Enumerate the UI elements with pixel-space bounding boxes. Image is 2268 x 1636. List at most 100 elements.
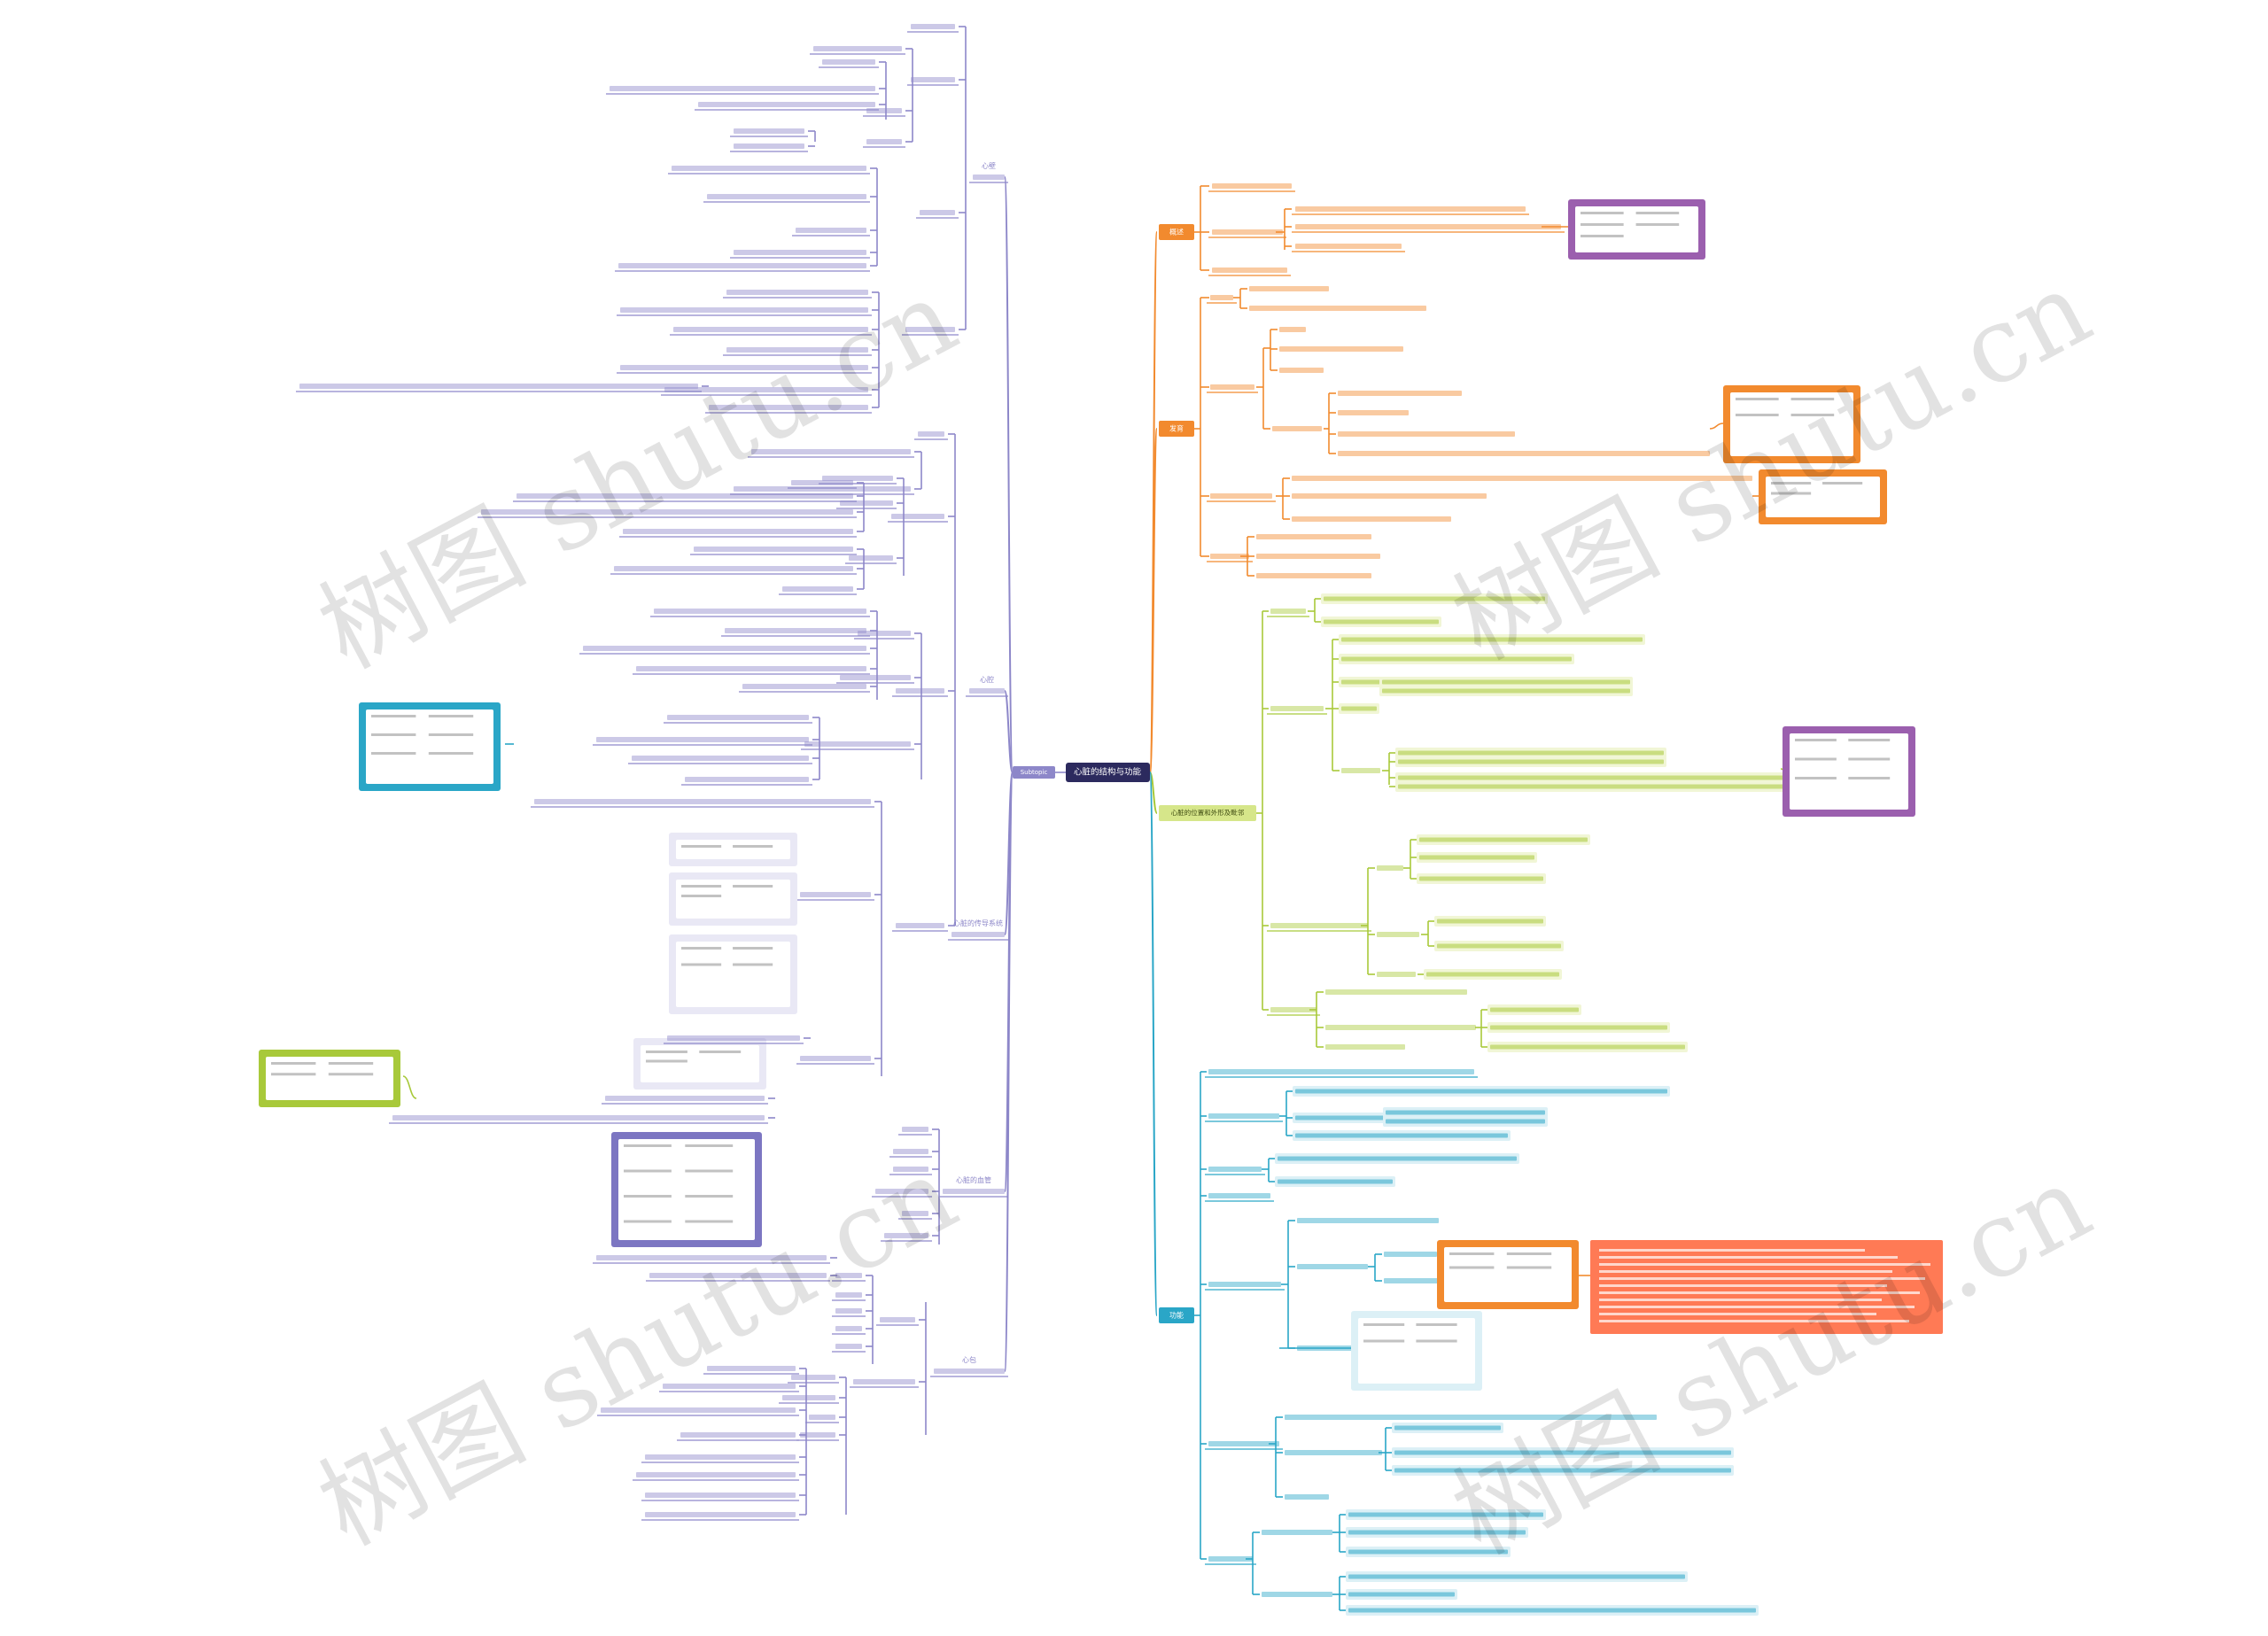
image-inner xyxy=(366,709,493,784)
node-text xyxy=(891,514,944,519)
node-text xyxy=(813,46,902,51)
node-text xyxy=(742,684,866,689)
node-text xyxy=(645,1454,796,1460)
node-text xyxy=(1295,224,1561,229)
node-text xyxy=(920,210,955,215)
node-text xyxy=(782,1395,835,1400)
image-inner xyxy=(676,840,790,859)
node-text xyxy=(698,102,875,107)
callout-text xyxy=(1599,1320,1909,1322)
node-text xyxy=(1272,426,1322,431)
node-text xyxy=(1278,1179,1393,1184)
branch-connector-wall xyxy=(1004,176,1014,773)
node-text xyxy=(685,777,809,782)
image-detail xyxy=(733,845,773,848)
node-text xyxy=(673,327,868,332)
image-inner xyxy=(1575,206,1698,252)
image-inner xyxy=(618,1139,755,1240)
node-text xyxy=(1295,1089,1667,1094)
node-text xyxy=(726,290,868,295)
node-text xyxy=(1262,1592,1332,1597)
image-detail xyxy=(646,1051,687,1053)
node-text xyxy=(645,1512,796,1517)
node-text xyxy=(1279,368,1324,373)
node-text xyxy=(534,799,871,804)
node-text xyxy=(800,892,871,897)
image-detail xyxy=(1790,398,1835,400)
node-text xyxy=(1338,391,1462,396)
node-text xyxy=(1348,1530,1526,1535)
callout-text xyxy=(1599,1277,1925,1280)
node-text xyxy=(1382,679,1630,685)
node-text xyxy=(726,347,868,353)
node-text xyxy=(672,166,866,171)
node-text xyxy=(583,646,866,651)
image-detail xyxy=(624,1169,672,1173)
image-detail xyxy=(1848,777,1891,779)
branch-label-position: 心脏的位置和外形及毗邻 xyxy=(1171,808,1245,817)
image-detail xyxy=(428,715,474,717)
image-detail xyxy=(1795,757,1837,761)
node-text xyxy=(1212,183,1292,189)
node-text xyxy=(1212,229,1283,235)
node-text xyxy=(1377,865,1403,871)
image-detail xyxy=(699,1051,742,1053)
node-text xyxy=(1324,596,1545,601)
image-detail xyxy=(371,733,416,736)
node-text xyxy=(1279,327,1306,332)
image-detail xyxy=(1506,1266,1552,1269)
node-text xyxy=(664,387,868,392)
root-label: 心脏的结构与功能 xyxy=(1074,767,1142,778)
image-detail xyxy=(681,885,722,888)
node-text xyxy=(1295,1133,1508,1138)
node-text xyxy=(1338,410,1409,415)
node-text xyxy=(1490,1007,1579,1012)
image-detail xyxy=(1771,492,1812,495)
callout-text xyxy=(1599,1284,1887,1287)
node-text xyxy=(1295,1115,1384,1120)
image-detail xyxy=(1506,1252,1552,1255)
node-text xyxy=(1210,554,1249,559)
node-text xyxy=(1490,1025,1667,1030)
callout-text xyxy=(1599,1270,1892,1273)
image-detail xyxy=(1635,223,1680,226)
node-text xyxy=(893,1149,928,1154)
node-text xyxy=(1208,1113,1279,1119)
node-text xyxy=(782,586,853,592)
node-text xyxy=(734,250,866,255)
node-text xyxy=(1348,1574,1685,1579)
connector-curve xyxy=(402,1075,417,1099)
node-text xyxy=(707,1366,796,1371)
node-text xyxy=(884,1233,928,1238)
connector-curve xyxy=(1709,423,1724,430)
branch-connector-development xyxy=(1149,428,1158,773)
branch-node-development xyxy=(1159,421,1194,437)
node-text xyxy=(1262,1530,1332,1535)
node-text xyxy=(969,688,1005,694)
node-text xyxy=(835,1326,862,1331)
node-text xyxy=(822,59,875,65)
node-text xyxy=(299,384,698,389)
node-text xyxy=(1341,768,1380,773)
node-text xyxy=(680,1432,796,1438)
image-detail xyxy=(1736,414,1779,416)
node-text xyxy=(840,675,911,680)
image-detail xyxy=(1581,223,1624,226)
node-text xyxy=(1341,656,1572,662)
node-text xyxy=(791,480,853,485)
node-text xyxy=(1386,1119,1545,1124)
image-detail xyxy=(1848,739,1891,741)
node-text xyxy=(911,24,955,29)
image-detail xyxy=(1635,212,1680,214)
node-text xyxy=(1384,1252,1437,1257)
node-text xyxy=(866,108,902,113)
callout-text xyxy=(1599,1306,1915,1308)
node-text xyxy=(1295,206,1526,212)
node-text xyxy=(835,1344,862,1349)
node-text xyxy=(835,1292,862,1298)
node-text xyxy=(1285,1415,1657,1420)
image-detail xyxy=(1581,235,1624,237)
node-text xyxy=(632,756,809,761)
image-detail xyxy=(733,947,773,950)
node-text xyxy=(1210,493,1272,499)
